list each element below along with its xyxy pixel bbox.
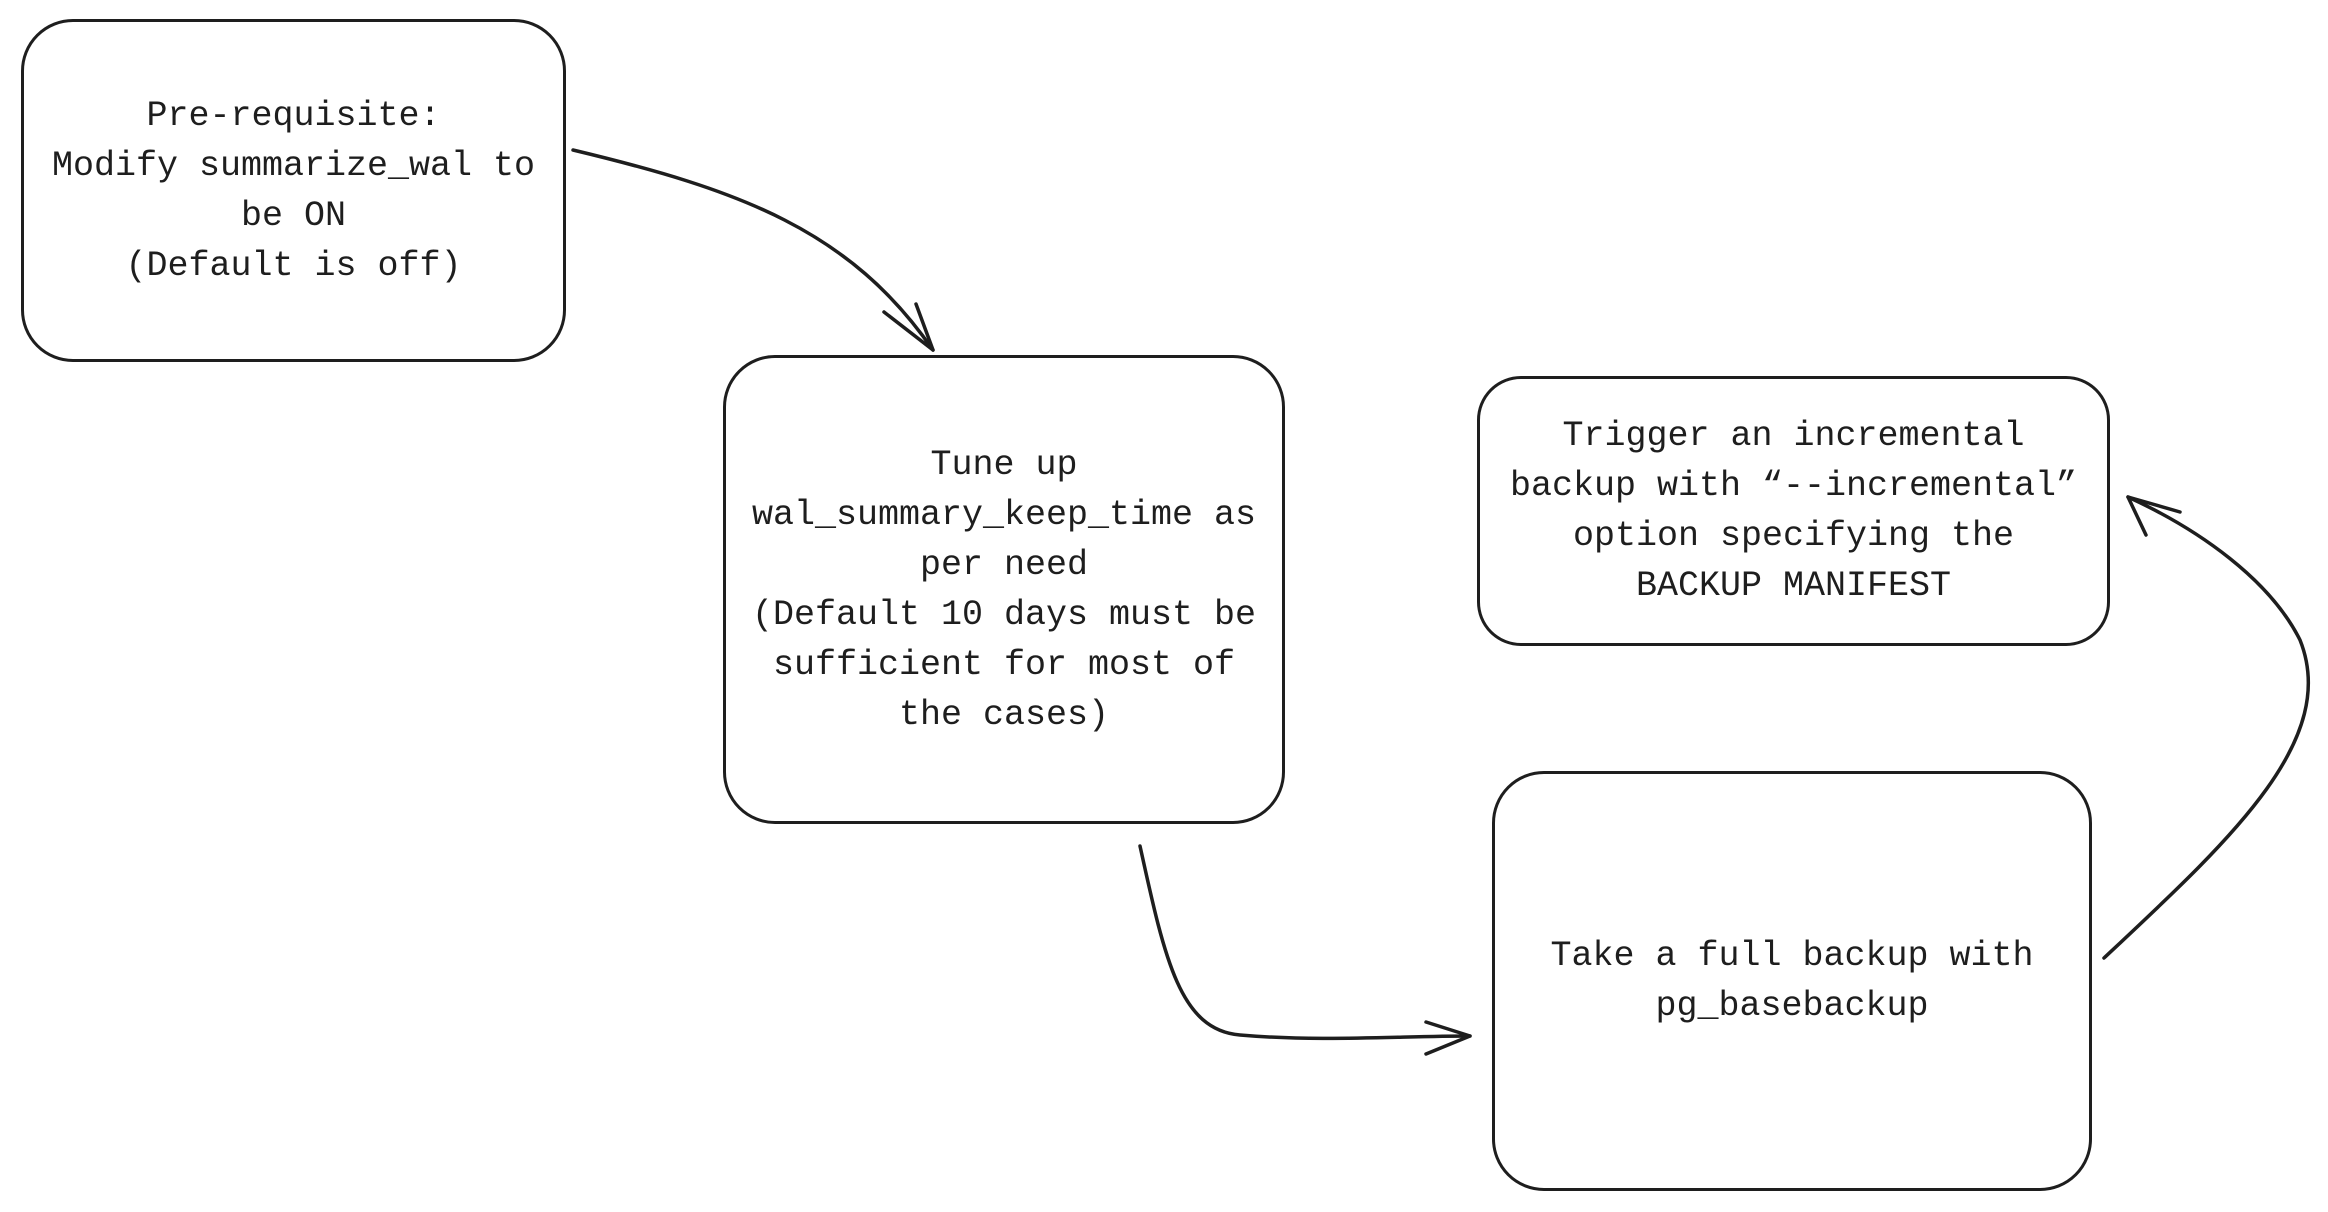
node-full: Take a full backup with pg_basebackup — [1492, 771, 2092, 1191]
arrow-full-to-incremental — [2102, 495, 2311, 960]
arrow-tune-to-full — [1138, 844, 1472, 1056]
node-tune: Tune up wal_summary_keep_time as per nee… — [723, 355, 1285, 824]
node-tune-label: Tune up wal_summary_keep_time as per nee… — [751, 444, 1257, 735]
node-prereq: Pre-requisite: Modify summarize_wal to b… — [21, 19, 566, 362]
node-incremental: Trigger an incremental backup with “--in… — [1477, 376, 2110, 646]
arrow-prereq-to-tune — [571, 148, 935, 352]
node-prereq-label: Pre-requisite: Modify summarize_wal to b… — [51, 95, 536, 286]
node-full-label: Take a full backup with pg_basebackup — [1550, 936, 2034, 1026]
node-incremental-label: Trigger an incremental backup with “--in… — [1509, 416, 2078, 606]
